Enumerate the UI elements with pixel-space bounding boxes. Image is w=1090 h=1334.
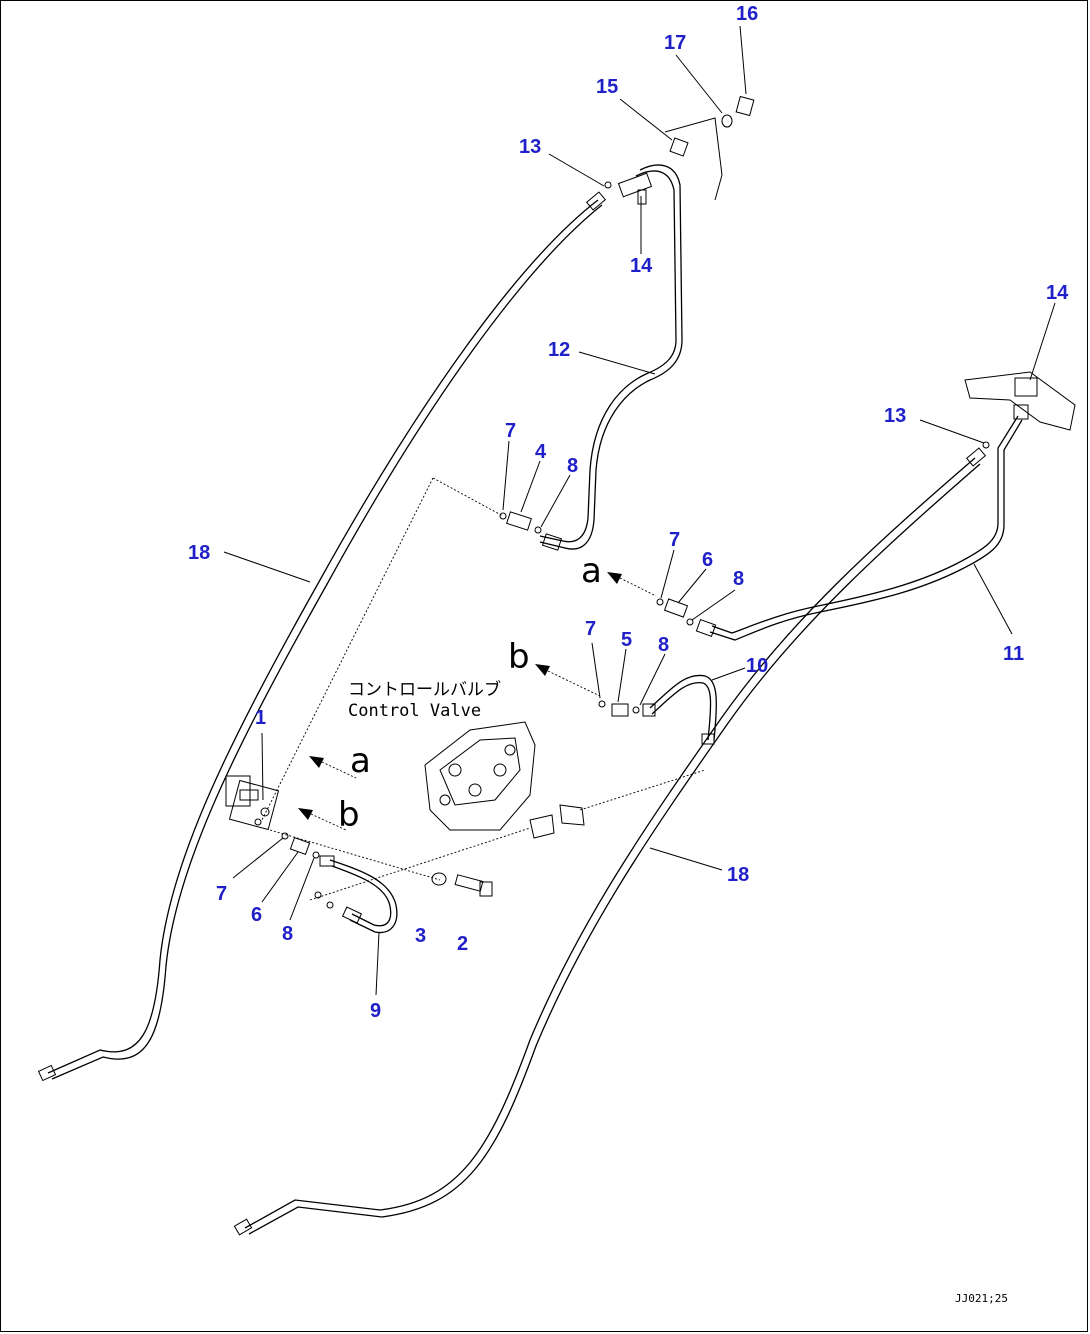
callout-18-right: 18 (727, 864, 749, 886)
callout-2: 2 (457, 933, 468, 955)
callout-10: 10 (746, 655, 768, 677)
callout-8-b: 8 (658, 634, 669, 656)
control-valve-label-en: Control Valve (348, 701, 481, 721)
hose-18-right-outer (248, 463, 981, 1235)
hose-9-fitting (341, 906, 363, 924)
control-valve (424, 721, 585, 839)
tube-12 (539, 164, 683, 550)
callout-8-mid: 8 (733, 568, 744, 590)
tube-12-outer (539, 170, 677, 543)
hose-18-left-end-fitting (37, 1064, 57, 1082)
tube-11-outer (711, 415, 1019, 634)
callout-numbers: 16 17 15 13 14 12 14 13 7 4 8 18 7 6 8 1… (188, 3, 1069, 1022)
callout-7-mid: 7 (669, 529, 680, 551)
hose-18-left-outer (51, 204, 603, 1080)
direction-arrows (298, 572, 657, 831)
callout-7-bottom: 7 (216, 883, 227, 905)
callout-11: 11 (1003, 643, 1024, 665)
callout-12: 12 (548, 339, 570, 361)
callout-5: 5 (621, 629, 632, 651)
fittings (281, 95, 1076, 909)
callout-6-bottom: 6 (251, 904, 262, 926)
control-valve-label-jp: コントロールバルブ (348, 679, 501, 700)
callout-14-top: 14 (630, 255, 653, 277)
letter-b-top: b (508, 637, 530, 677)
callout-8-bottom: 8 (282, 923, 293, 945)
letter-a-left: a (350, 741, 371, 781)
callout-14-right: 14 (1046, 282, 1069, 304)
callout-17: 17 (664, 32, 686, 54)
callout-7-top: 7 (505, 420, 516, 442)
connector-lines (261, 477, 706, 901)
hose-18-right (244, 457, 976, 1229)
letter-b-left: b (338, 795, 360, 835)
hose-10-outer (651, 682, 712, 741)
callout-15: 15 (596, 76, 618, 98)
hose-9 (329, 859, 398, 934)
callout-1: 1 (255, 707, 266, 729)
solenoid-valve-1 (225, 775, 280, 831)
callout-4: 4 (535, 441, 547, 463)
letter-a-top: a (581, 551, 602, 591)
callout-18-left: 18 (188, 542, 210, 564)
callout-6-mid: 6 (702, 549, 713, 571)
callout-13-top: 13 (519, 136, 541, 158)
hose-18-right-top-fitting (965, 447, 987, 467)
hose-9-outer (331, 865, 392, 927)
drawing-code: JJ021;25 (955, 1292, 1008, 1305)
tube-11 (709, 419, 1023, 641)
hose-18-right-end-fitting (233, 1218, 253, 1236)
leader-lines (223, 25, 1056, 996)
hose-10 (649, 674, 717, 741)
callout-13-right: 13 (884, 405, 906, 427)
callout-3: 3 (415, 925, 426, 947)
callout-8-top: 8 (567, 455, 578, 477)
hose-10-fitting (701, 733, 715, 745)
callout-16: 16 (736, 3, 758, 25)
hose-18-left (47, 199, 599, 1074)
callout-7-b: 7 (585, 618, 596, 640)
callout-9: 9 (370, 1000, 381, 1022)
hose-18-left-top-fitting (585, 191, 607, 211)
